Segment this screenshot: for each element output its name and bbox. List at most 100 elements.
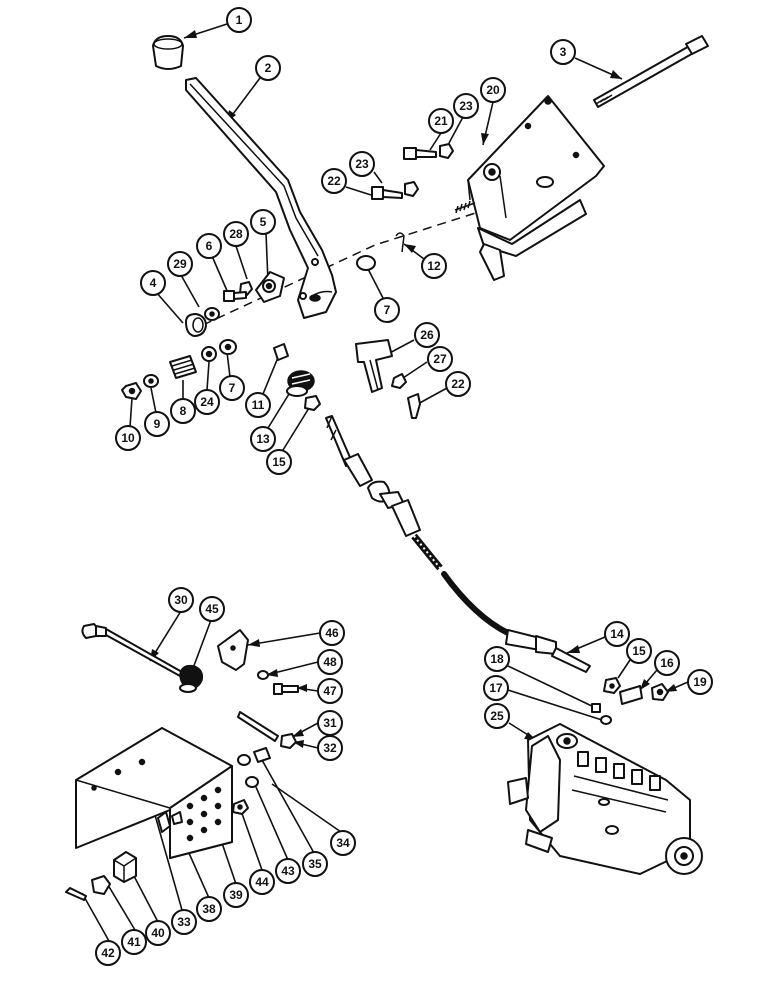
svg-text:42: 42 [101,946,115,960]
part-screw-42 [65,887,87,901]
part-injection-pump [507,723,703,875]
svg-text:24: 24 [200,395,214,409]
svg-text:19: 19 [693,675,707,689]
svg-text:23: 23 [459,99,473,113]
svg-text:47: 47 [323,684,337,698]
part-nut-32 [280,733,297,749]
part-mounting-box [75,727,233,859]
part-bolt-47 [273,683,299,695]
leader-15a [282,407,310,451]
leader-28 [235,245,248,280]
arrowhead-47 [297,684,307,692]
leader-7a [226,351,231,378]
svg-text:18: 18 [490,652,504,666]
leader-29 [180,274,200,308]
svg-text:17: 17 [489,681,503,695]
leader-10 [129,397,133,428]
part-washer-29 [204,307,220,321]
part-nut-15a [304,395,321,411]
part-fitting-11 [273,343,289,361]
callout-48: 48 [317,649,343,675]
svg-text:33: 33 [177,915,191,929]
callout-24: 24 [194,389,220,415]
part-clip-38 [157,811,171,833]
part-grommet-13 [286,370,315,397]
svg-text:43: 43 [281,864,295,878]
leader-42 [81,892,110,942]
part-bracket-26 [355,339,393,393]
callout-3: 3 [550,39,576,65]
part-mounting-bracket [454,95,605,281]
part-throttle-cable [325,415,591,673]
svg-text:38: 38 [202,902,216,916]
svg-text:23: 23 [355,157,369,171]
part-bushing-4 [185,313,207,337]
arrowhead-12 [404,244,416,253]
callout-12: 12 [421,253,447,279]
svg-text:20: 20 [486,83,500,97]
part-pin-18 [591,703,601,713]
part-washer-48 [257,670,269,680]
callout-34: 34 [330,830,356,856]
callout-31: 31 [317,710,343,736]
callout-17: 17 [483,675,509,701]
callout-33: 33 [171,909,197,935]
svg-text:4: 4 [150,276,157,290]
svg-text:29: 29 [173,257,187,271]
callout-44: 44 [249,869,275,895]
svg-text:7: 7 [384,303,391,317]
callout-32: 32 [317,735,343,761]
callout-23b: 23 [349,151,375,177]
svg-text:8: 8 [180,404,187,418]
assembly-axis-line [202,209,486,326]
callout-16: 16 [654,650,680,676]
part-hand-lever [185,77,337,319]
svg-text:32: 32 [323,741,337,755]
leader-23a [448,116,464,144]
svg-text:26: 26 [420,328,434,342]
callout-22a: 22 [321,168,347,194]
svg-text:9: 9 [154,417,161,431]
callout-41: 41 [121,929,147,955]
callout-18: 18 [484,646,510,672]
part-pin-31 [237,711,279,742]
callout-8: 8 [170,398,196,424]
svg-text:10: 10 [121,431,135,445]
leader-6 [211,255,229,294]
callout-42: 42 [95,940,121,966]
svg-text:31: 31 [323,716,337,730]
callout-7a: 7 [219,375,245,401]
svg-text:34: 34 [336,836,350,850]
callout-13: 13 [250,426,276,452]
part-nut-19 [651,683,669,701]
arrowhead-20 [481,133,489,145]
part-bolt-6 [223,290,247,302]
svg-text:27: 27 [433,352,447,366]
part-nut-23b [404,181,419,197]
pump-delivery-valves [577,751,661,791]
callout-14: 14 [604,621,630,647]
callout-43: 43 [275,858,301,884]
svg-text:46: 46 [325,626,339,640]
callout-47: 47 [317,678,343,704]
callout-29: 29 [167,251,193,277]
part-plate-46 [217,629,249,671]
svg-text:2: 2 [265,61,272,75]
svg-text:48: 48 [323,655,337,669]
leader-33 [154,814,183,911]
callout-45: 45 [199,596,225,622]
svg-text:13: 13 [256,432,270,446]
leader-21 [429,132,442,151]
part-hand-throttle-rod [81,623,183,677]
part-clamp-41 [91,875,111,895]
callout-9: 9 [144,411,170,437]
part-washer-7b [356,255,376,271]
callout-22b: 22 [445,371,471,397]
part-spring-8 [169,355,197,379]
leader-24 [206,361,210,391]
callout-30: 30 [168,587,194,613]
callouts: 1 2 3 4 5 6 7 7 8 9 10 11 12 13 14 15 15… [95,7,713,966]
leader-7b [366,266,385,301]
part-bolt-22a [371,186,403,200]
callout-23a: 23 [453,93,479,119]
